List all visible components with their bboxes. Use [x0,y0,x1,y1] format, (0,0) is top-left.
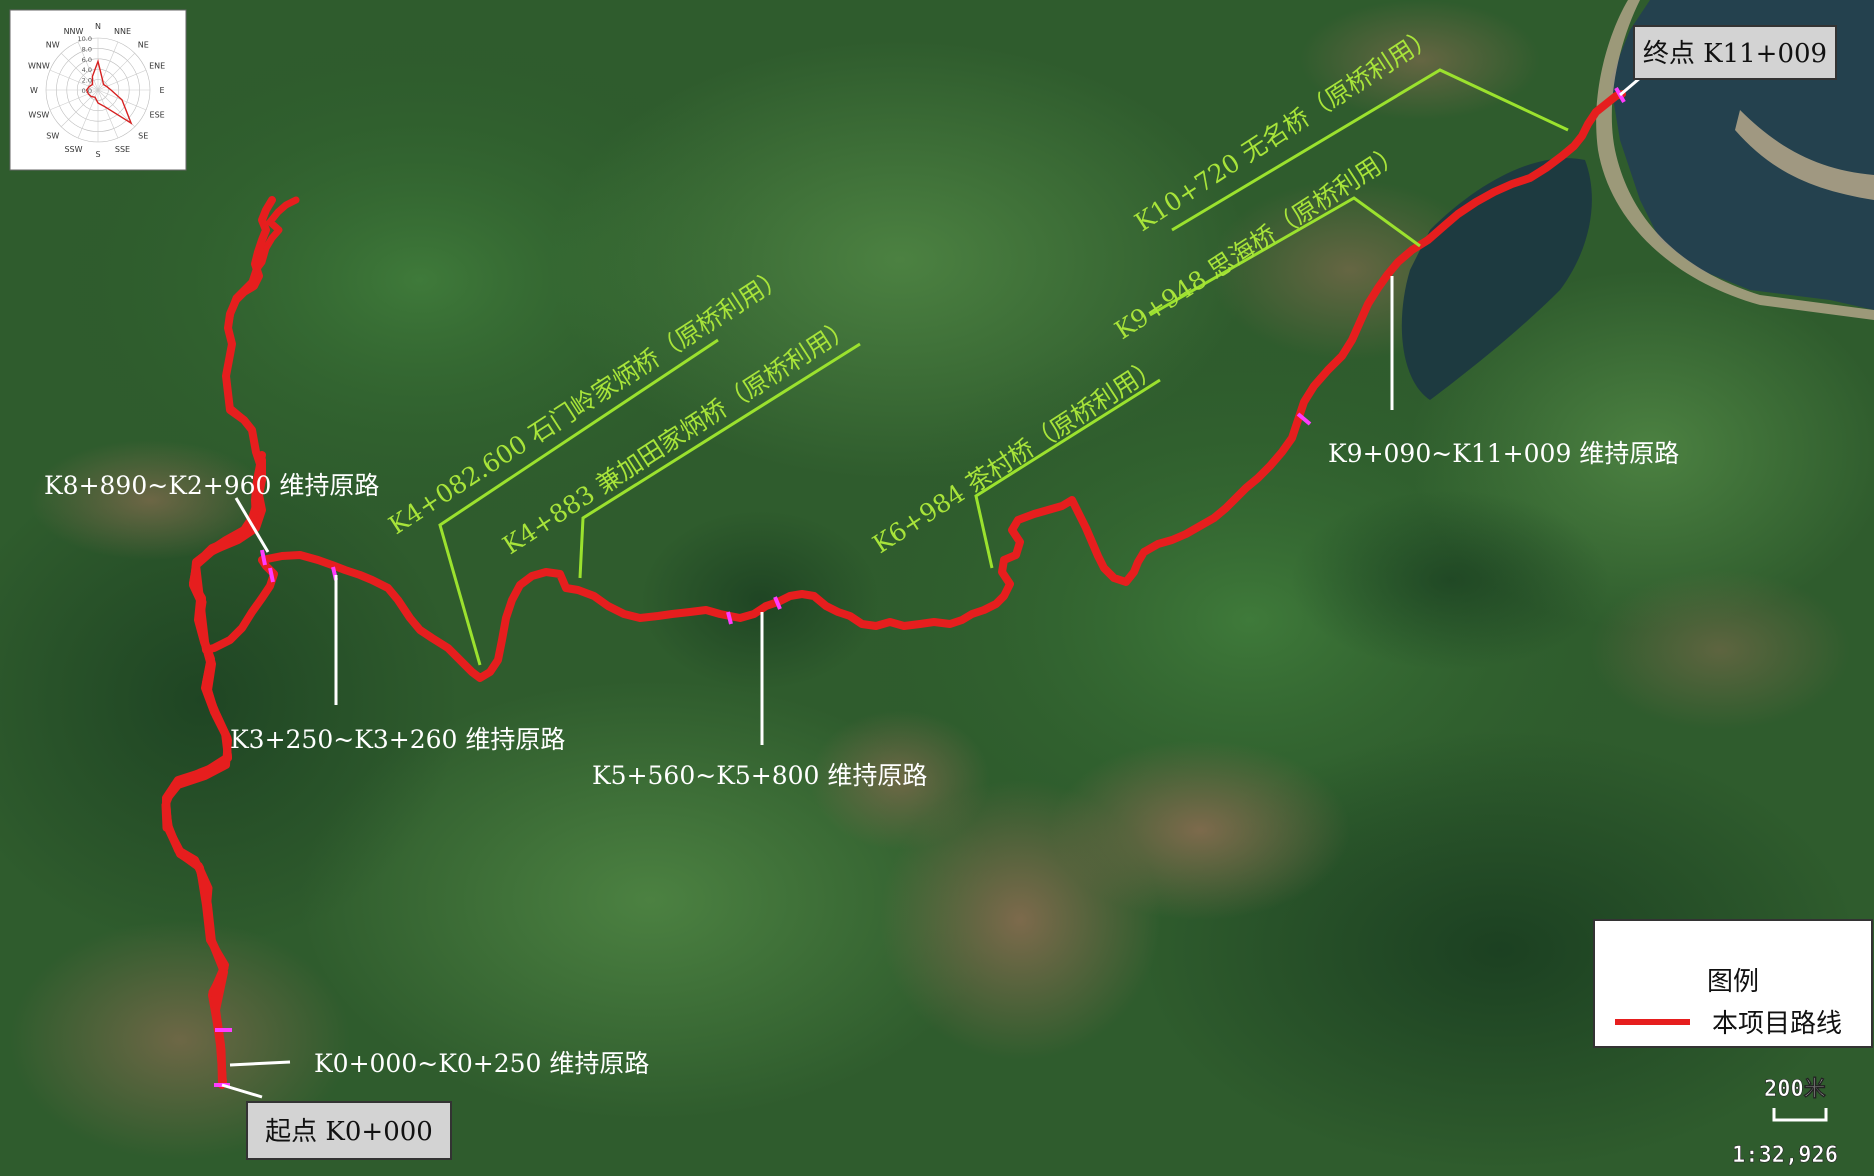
wind-rose-spoke [97,41,119,91]
wind-rose-ring-label: 6.0 [82,56,92,64]
wind-rose-label-e: E [159,86,164,95]
wind-rose-label-nnw: NNW [64,27,84,36]
wind-rose-ring-label: 4.0 [82,66,92,74]
start-point-callout[interactable]: 起点 K0+000 [246,1101,452,1160]
wind-rose-label-ne: NE [138,41,149,50]
wind-rose-label-ssw: SSW [64,145,82,154]
marker-k8b [268,567,275,583]
wind-rose-label-ese: ESE [150,110,165,119]
label-k9: K9+090~K11+009 维持原路 [1328,439,1679,468]
wind-rose-label-n: N [95,22,101,31]
wind-rose-frequency-polygon [85,59,133,125]
wind-rose-ring-label: 2.0 [82,77,92,85]
wind-rose-direction-labels: N NNE NE ENE E ESE SE SSE S SSW SW WSW W WNW NW NNW [28,22,165,159]
wind-rose-spoke [49,89,99,111]
wind-rose-label-nw: NW [46,41,60,50]
wind-rose-label-s: S [95,150,100,159]
marker-k5b [773,596,782,610]
legend-route-label: 本项目路线 [1712,1009,1842,1039]
marker-k5a [726,611,733,625]
legend: 图例 本项目路线 [1593,919,1873,1048]
label-k3: K3+250~K3+260 维持原路 [230,725,565,754]
scale-bar: 200米 1:32,926 [1732,1077,1839,1169]
label-k5: K5+560~K5+800 维持原路 [592,761,927,790]
wind-rose-spoke [77,41,99,91]
wind-rose-label-ene: ENE [149,62,165,71]
wind-rose-ring-label: 10.0 [78,35,92,43]
wind-rose-ring-label: 8.0 [82,45,92,53]
start-point-label: 起点 K0+000 [265,1117,433,1147]
wind-rose-grid [45,37,151,143]
white-leader-lines [221,76,1641,1099]
wind-rose: N NNE NE ENE E ESE SE SSE S SSW SW WSW W WNW NW NNW 10.… [9,9,187,171]
label-k8: K8+890~K2+960 维持原路 [44,471,379,500]
wind-rose-label-wsw: WSW [28,110,49,119]
wind-rose-label-w: W [30,86,38,95]
wind-rose-spoke [97,89,119,139]
wind-rose-label-se: SE [138,131,148,140]
route-visible[interactable] [162,456,266,1089]
route-eastward-leg[interactable] [258,90,1626,682]
label-k0: K0+000~K0+250 维持原路 [314,1049,649,1078]
end-point-label: 终点 K11+009 [1643,39,1827,69]
bridge-leader-lines [438,68,1569,666]
wind-rose-label-nne: NNE [114,27,131,36]
wind-rose-label-wnw: WNW [28,62,50,71]
wind-rose-label-sse: SSE [115,145,130,154]
white-labels: K8+890~K2+960 维持原路 K3+250~K3+260 维持原路 K5… [44,439,1679,1078]
legend-title: 图例 [1707,967,1759,997]
wind-rose-spoke [97,53,135,91]
scale-bar-label: 200米 [1764,1077,1827,1102]
scale-ratio: 1:32,926 [1732,1143,1838,1168]
wind-rose-label-sw: SW [46,131,59,140]
marker-k9 [1296,412,1312,426]
end-point-callout[interactable]: 终点 K11+009 [1633,25,1837,80]
marker-k8 [260,549,267,566]
wind-rose-spoke [97,89,135,127]
